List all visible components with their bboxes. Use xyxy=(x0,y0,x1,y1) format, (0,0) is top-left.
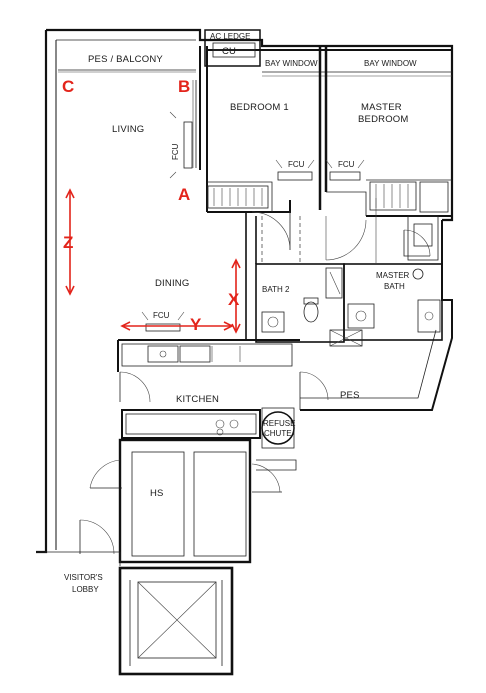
pes-kitchen-label: PES xyxy=(340,390,360,401)
bedroom1-label: BEDROOM 1 xyxy=(230,102,289,113)
refuse-label-line1: REFUSE xyxy=(263,419,295,428)
fcu-dining-label: FCU xyxy=(153,311,170,320)
master-bedroom-label-line2: BEDROOM xyxy=(358,114,409,125)
bay-window-1-label: BAY WINDOW xyxy=(265,59,318,68)
lift-lobby: VISITOR'S LOBBY xyxy=(64,566,234,676)
living-label: LIVING xyxy=(112,124,144,135)
master-bedroom-label-line1: MASTER xyxy=(361,102,402,113)
marker-a: A xyxy=(178,185,190,204)
master-bath-label-line2: BATH xyxy=(384,282,405,291)
marker-y: Y xyxy=(190,315,202,334)
master-bath-label-line1: MASTER xyxy=(376,271,410,280)
visitors-lobby-label-line1: VISITOR'S xyxy=(64,573,103,582)
refuse-label-line2: CHUTE xyxy=(264,429,292,438)
marker-b: B xyxy=(178,77,190,96)
dining-label: DINING xyxy=(155,278,189,289)
baths: BATH 2 MASTER BATH xyxy=(245,198,443,347)
reference-markers: C B A Z X Y xyxy=(62,77,241,334)
kitchen-label: KITCHEN xyxy=(176,394,219,405)
bay-window-2-label: BAY WINDOW xyxy=(364,59,417,68)
marker-c: C xyxy=(62,77,74,96)
pes-balcony-label: PES / BALCONY xyxy=(88,54,163,65)
cu-label: CU xyxy=(222,46,236,57)
ac-ledge-label: AC LEDGE xyxy=(210,32,250,41)
bay-windows: BAY WINDOW BAY WINDOW xyxy=(207,59,449,213)
household-shelter: HS xyxy=(36,438,297,566)
ac-ledge: AC LEDGE CU xyxy=(204,29,261,67)
marker-z: Z xyxy=(63,233,73,252)
marker-x: X xyxy=(228,290,240,309)
doors-upper xyxy=(192,80,431,261)
fcu-master-label: FCU xyxy=(338,160,355,169)
kitchen: KITCHEN PES xyxy=(117,339,360,439)
bath2-label: BATH 2 xyxy=(262,285,290,294)
hs-label: HS xyxy=(150,488,164,499)
fcu-bed1-label: FCU xyxy=(288,160,305,169)
refuse-chute: REFUSE CHUTE xyxy=(261,407,295,449)
visitors-lobby-label-line2: LOBBY xyxy=(72,585,99,594)
fcu-units: FCU FCU FCU FCU xyxy=(141,111,365,332)
fcu-living-label: FCU xyxy=(171,143,180,160)
